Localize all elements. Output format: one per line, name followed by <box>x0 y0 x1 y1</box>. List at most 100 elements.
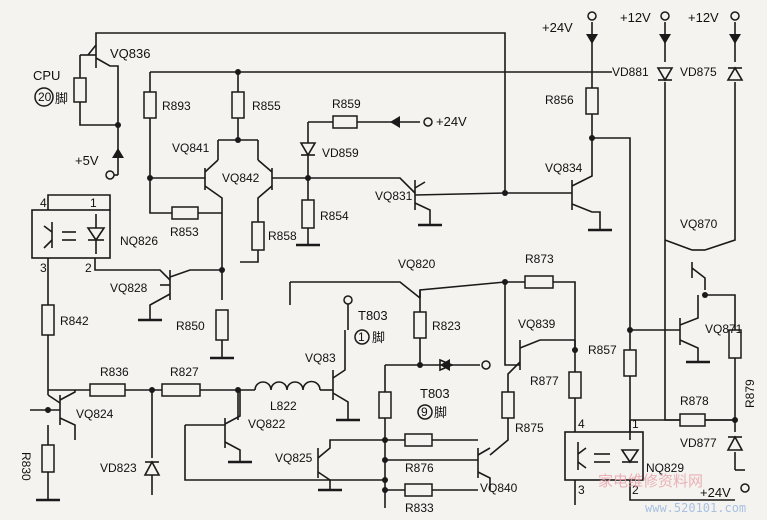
label-vd823: VD823 <box>100 461 137 475</box>
watermark-cn: 家电维修资料网 <box>598 472 703 490</box>
label-vq831: VQ831 <box>375 189 413 203</box>
label-r859: R859 <box>332 97 361 111</box>
diode-vd859 <box>299 142 317 157</box>
resistor-r853 <box>171 206 199 220</box>
resistor-t803 <box>378 391 392 419</box>
label-l822: L822 <box>270 399 297 413</box>
label-plus24v-bottom: +24V <box>700 485 731 500</box>
label-t803-b: T803 <box>420 386 450 401</box>
label-vq870: VQ870 <box>680 217 718 231</box>
optocoupler-nq829 <box>564 431 644 481</box>
resistor-r827 <box>161 383 201 397</box>
label-r875: R875 <box>515 421 544 435</box>
component-labels: VQ836 CPU 20 脚 +5V R893 R855 R859 +24V V… <box>19 10 757 515</box>
diode-vd875 <box>726 66 744 81</box>
label-r823: R823 <box>432 319 461 333</box>
label-r854: R854 <box>320 209 349 223</box>
cpu-pin-circle <box>34 87 54 107</box>
resistor-r855 <box>231 91 245 119</box>
label-r850: R850 <box>176 319 205 333</box>
resistor-r877 <box>568 371 582 399</box>
label-cpu: CPU <box>33 68 60 83</box>
resistor-r854 <box>301 199 315 229</box>
label-r842: R842 <box>60 314 89 328</box>
resistor-r873 <box>524 275 554 289</box>
resistor-r879 <box>728 329 742 359</box>
label-vq824: VQ824 <box>76 407 114 421</box>
optocoupler-nq826 <box>31 209 111 259</box>
label-r876: R876 <box>405 461 434 475</box>
label-t803-b-pin: 9 <box>421 405 428 419</box>
wires <box>30 22 745 508</box>
diodes <box>143 66 744 476</box>
watermark-url: www.520101.com <box>645 501 746 515</box>
label-r873: R873 <box>525 252 554 266</box>
resistor-r893 <box>143 91 157 119</box>
label-r833: R833 <box>405 501 434 515</box>
label-plus24v-r859: +24V <box>436 114 467 129</box>
label-nq829-pin2: 2 <box>632 483 639 497</box>
label-plus24v-top: +24V <box>542 20 573 35</box>
junctions <box>45 69 738 493</box>
label-vq836: VQ836 <box>110 46 150 61</box>
resistor-cpu <box>73 77 87 103</box>
label-r830: R830 <box>19 452 33 481</box>
label-vd877: VD877 <box>680 436 717 450</box>
label-nq829-pin3: 3 <box>578 483 585 497</box>
label-r893: R893 <box>162 99 191 113</box>
label-r857: R857 <box>588 343 617 357</box>
label-r879: R879 <box>743 379 757 408</box>
label-vd875: VD875 <box>680 65 717 79</box>
label-cpu-pin: 20 <box>38 90 52 104</box>
resistor-r842 <box>41 304 55 336</box>
label-vq820: VQ820 <box>398 257 436 271</box>
label-vq822: VQ822 <box>248 417 286 431</box>
label-vq83: VQ83 <box>305 351 336 365</box>
label-nq826-pin2: 2 <box>85 261 92 275</box>
label-plus5v: +5V <box>75 153 99 168</box>
label-vq840: VQ840 <box>480 481 518 495</box>
label-vq825: VQ825 <box>275 451 313 465</box>
diode-vd877 <box>726 435 744 451</box>
resistor-r857 <box>623 349 637 377</box>
resistor-r850 <box>215 309 229 341</box>
label-nq826-pin3: 3 <box>40 261 47 275</box>
label-r856: R856 <box>545 93 574 107</box>
label-t803-a-pin: 1 <box>358 330 365 344</box>
label-vd859: VD859 <box>322 146 359 160</box>
diode-vd823 <box>143 460 161 476</box>
t803a-pin-circle <box>354 329 370 345</box>
label-t803-a-jiao: 脚 <box>372 330 385 345</box>
inductor-l822 <box>254 380 321 391</box>
watermark: 家电维修资料网 www.520101.com <box>598 472 746 515</box>
label-nq826-pin1: 1 <box>90 196 97 210</box>
label-r877: R877 <box>530 374 559 388</box>
resistor-r836 <box>89 383 126 397</box>
label-r858: R858 <box>268 229 297 243</box>
label-r878: R878 <box>680 394 709 408</box>
label-vq871: VQ871 <box>705 322 743 336</box>
label-vd881: VD881 <box>612 65 649 79</box>
label-vq839: VQ839 <box>518 317 556 331</box>
label-cpu-jiao: 脚 <box>55 91 68 106</box>
resistor-r875 <box>501 391 515 419</box>
label-plus12v-a: +12V <box>620 10 651 25</box>
t803b-pin-circle <box>417 404 433 420</box>
resistor-r859 <box>332 115 358 129</box>
label-r855: R855 <box>252 99 281 113</box>
terminals <box>105 11 750 493</box>
label-t803-a: T803 <box>358 308 388 323</box>
resistor-r830 <box>41 444 55 473</box>
label-r836: R836 <box>100 365 129 379</box>
resistor-r823 <box>413 311 427 339</box>
label-vq842: VQ842 <box>222 171 260 185</box>
label-r827: R827 <box>170 365 199 379</box>
resistor-r876 <box>404 433 433 447</box>
label-plus12v-b: +12V <box>688 10 719 25</box>
resistor-r858 <box>251 221 265 251</box>
label-nq829-pin4: 4 <box>578 417 585 431</box>
label-nq826: NQ826 <box>120 234 158 248</box>
resistors <box>41 77 742 497</box>
